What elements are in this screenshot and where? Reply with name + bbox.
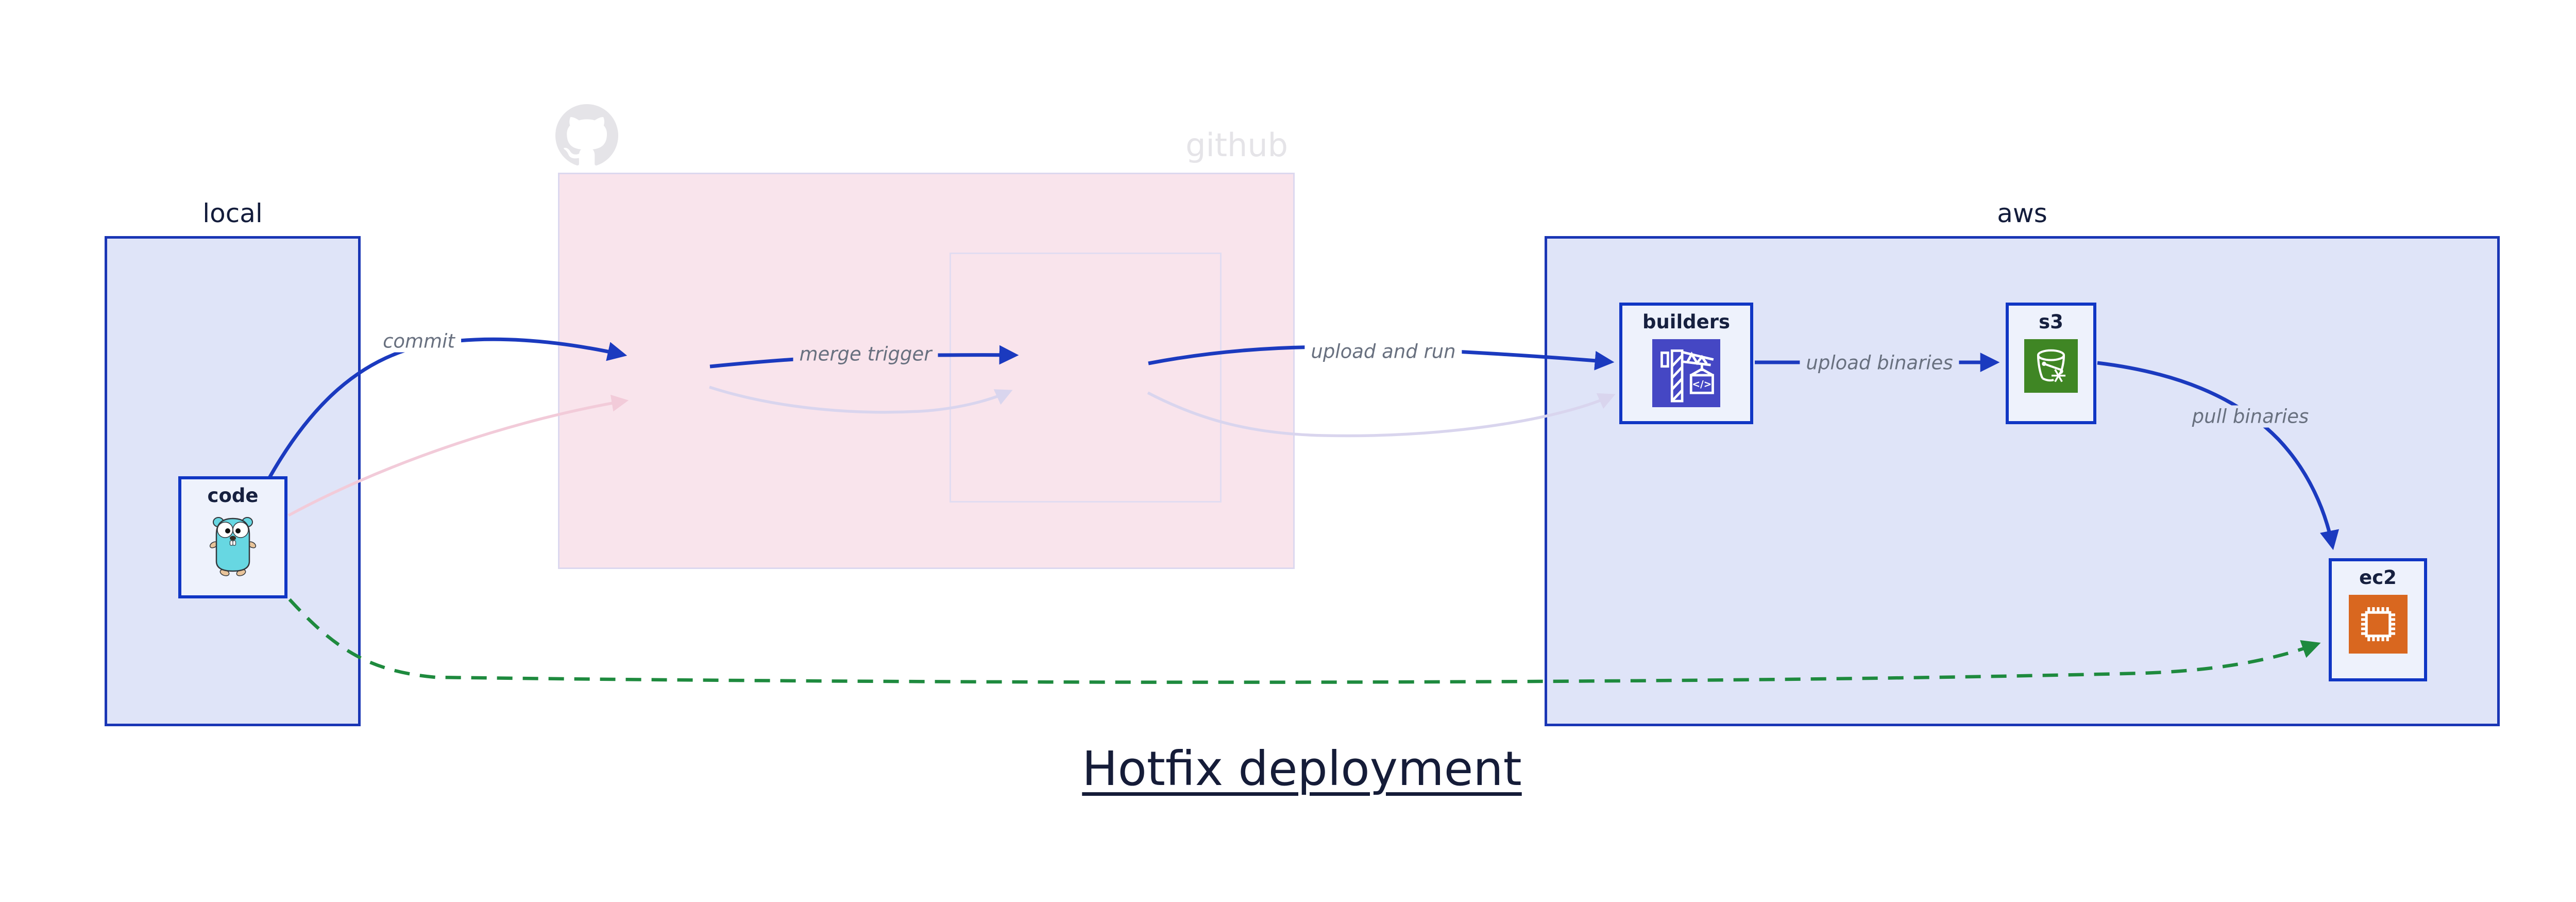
node-builders-label: builders — [1642, 311, 1731, 333]
edge-pull-binaries-label: pull binaries — [2185, 405, 2315, 428]
edge-pull-binaries — [2097, 361, 2340, 550]
edge-workflows-to-builders-faded — [1147, 391, 1616, 438]
edge-hotfix-direct — [288, 598, 2321, 684]
zone-github-label: github — [1185, 126, 1288, 164]
edge-dev-to-workflows-faded — [709, 386, 1013, 414]
node-s3-label: s3 — [2039, 311, 2063, 333]
zone-master — [950, 253, 1222, 503]
s3-glacier-bucket-icon — [2024, 339, 2078, 395]
go-gopher-icon — [207, 513, 259, 579]
svg-text:</>: </> — [1692, 379, 1712, 390]
edge-upload-binaries-label: upload binaries — [1800, 352, 1959, 374]
node-ec2: ec2 — [2329, 558, 2427, 681]
ec2-chip-icon — [2348, 595, 2408, 656]
edge-code-to-dev-faded — [287, 394, 629, 517]
edge-merge-trigger-label: merge trigger — [793, 343, 938, 365]
diagram-title: Hotfix deployment — [1082, 741, 1522, 796]
codebuild-crane-icon: </> — [1652, 339, 1720, 409]
zone-github — [558, 173, 1295, 569]
node-code-label: code — [207, 485, 259, 507]
zone-local-label: local — [202, 198, 263, 228]
github-logo-icon — [555, 104, 618, 167]
edge-commit-label: commit — [377, 330, 461, 353]
node-code: code — [178, 476, 287, 598]
node-builders: builders </> — [1619, 303, 1753, 424]
node-ec2-label: ec2 — [2359, 566, 2397, 589]
edge-commit — [266, 337, 628, 481]
node-s3: s3 — [2006, 303, 2096, 424]
edge-upload-and-run-label: upload and run — [1304, 340, 1462, 363]
zone-aws-label: aws — [1997, 198, 2047, 228]
